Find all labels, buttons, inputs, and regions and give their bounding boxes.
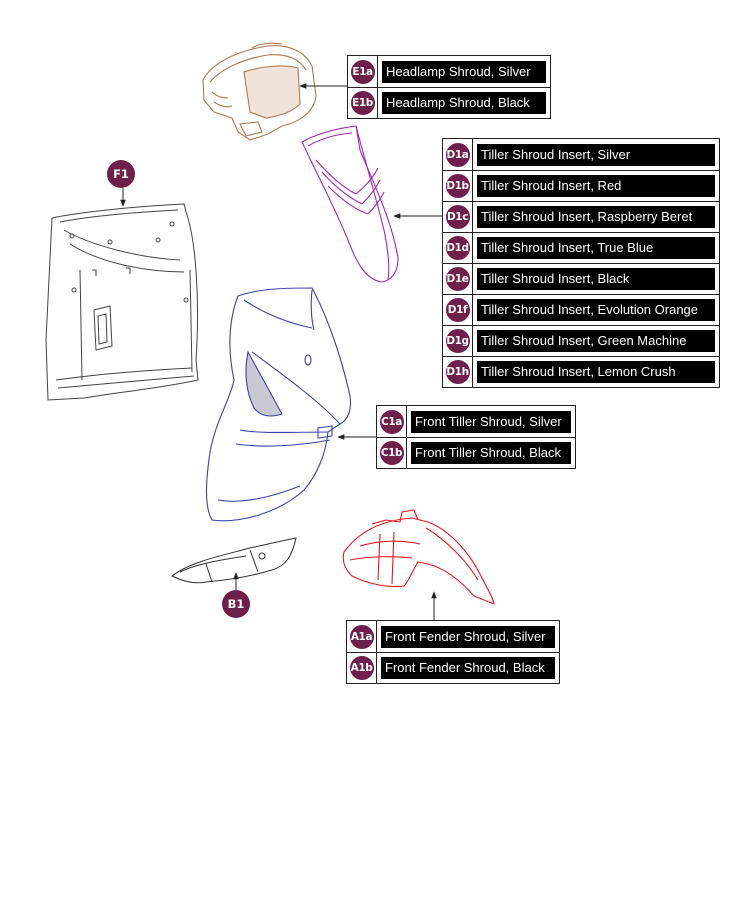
part-code-badge: D1g (443, 326, 473, 356)
front-fender-drawing (342, 509, 495, 605)
front-tiller-shroud-drawing (206, 287, 352, 522)
part-label: Front Tiller Shroud, Silver (411, 410, 571, 433)
legend-row: E1b Headlamp Shroud, Black (348, 87, 550, 118)
part-label: Tiller Shroud Insert, Green Machine (477, 330, 715, 352)
legend-group-a: A1a Front Fender Shroud, Silver A1b Fron… (346, 620, 560, 684)
part-code-badge: C1a (377, 406, 407, 437)
legend-group-c: C1a Front Tiller Shroud, Silver C1b Fron… (376, 405, 576, 469)
legend-row: D1g Tiller Shroud Insert, Green Machine (443, 325, 719, 356)
callout-b1: B1 (222, 590, 250, 618)
legend-row: D1b Tiller Shroud Insert, Red (443, 170, 719, 201)
legend-row: D1e Tiller Shroud Insert, Black (443, 263, 719, 294)
tiller-insert-drawing (301, 125, 399, 283)
part-label: Front Fender Shroud, Black (381, 657, 555, 679)
legend-row: C1b Front Tiller Shroud, Black (377, 437, 575, 468)
part-code-badge: E1a (348, 56, 378, 87)
legend-row: D1c Tiller Shroud Insert, Raspberry Bere… (443, 201, 719, 232)
legend-row: A1a Front Fender Shroud, Silver (347, 621, 559, 652)
part-code-badge: D1b (443, 171, 473, 201)
part-label: Tiller Shroud Insert, Raspberry Beret (477, 206, 715, 228)
part-code-badge: D1h (443, 357, 473, 387)
part-code-badge: D1e (443, 264, 473, 294)
b1-piece-drawing (171, 537, 297, 584)
part-label: Headlamp Shroud, Silver (382, 60, 546, 83)
legend-row: D1d Tiller Shroud Insert, True Blue (443, 232, 719, 263)
part-code-badge: D1f (443, 295, 473, 325)
part-label: Front Fender Shroud, Silver (381, 625, 555, 648)
legend-row: D1f Tiller Shroud Insert, Evolution Oran… (443, 294, 719, 325)
part-code-badge: D1a (443, 139, 473, 170)
part-label: Tiller Shroud Insert, True Blue (477, 237, 715, 259)
part-code-badge: A1a (347, 621, 377, 652)
legend-row: D1a Tiller Shroud Insert, Silver (443, 139, 719, 170)
legend-row: E1a Headlamp Shroud, Silver (348, 56, 550, 87)
callout-f1: F1 (107, 160, 135, 188)
part-label: Tiller Shroud Insert, Silver (477, 143, 715, 166)
part-label: Tiller Shroud Insert, Lemon Crush (477, 361, 715, 383)
part-label: Headlamp Shroud, Black (382, 92, 546, 114)
legend-row: C1a Front Tiller Shroud, Silver (377, 406, 575, 437)
part-code-badge: A1b (347, 653, 377, 683)
legend-group-d: D1a Tiller Shroud Insert, Silver D1b Til… (442, 138, 720, 388)
part-code-badge: E1b (348, 88, 378, 118)
part-label: Tiller Shroud Insert, Black (477, 268, 715, 290)
part-code-badge: D1d (443, 233, 473, 263)
headlamp-shroud-drawing (202, 42, 317, 141)
legend-row: A1b Front Fender Shroud, Black (347, 652, 559, 683)
leader-lines (120, 83, 442, 620)
part-label: Front Tiller Shroud, Black (411, 442, 571, 464)
legend-row: D1h Tiller Shroud Insert, Lemon Crush (443, 356, 719, 387)
part-label: Tiller Shroud Insert, Red (477, 175, 715, 197)
part-code-badge: C1b (377, 438, 407, 468)
part-code-badge: D1c (443, 202, 473, 232)
legend-group-e: E1a Headlamp Shroud, Silver E1b Headlamp… (347, 55, 551, 119)
rear-shroud-drawing (45, 203, 199, 401)
part-label: Tiller Shroud Insert, Evolution Orange (477, 299, 715, 321)
